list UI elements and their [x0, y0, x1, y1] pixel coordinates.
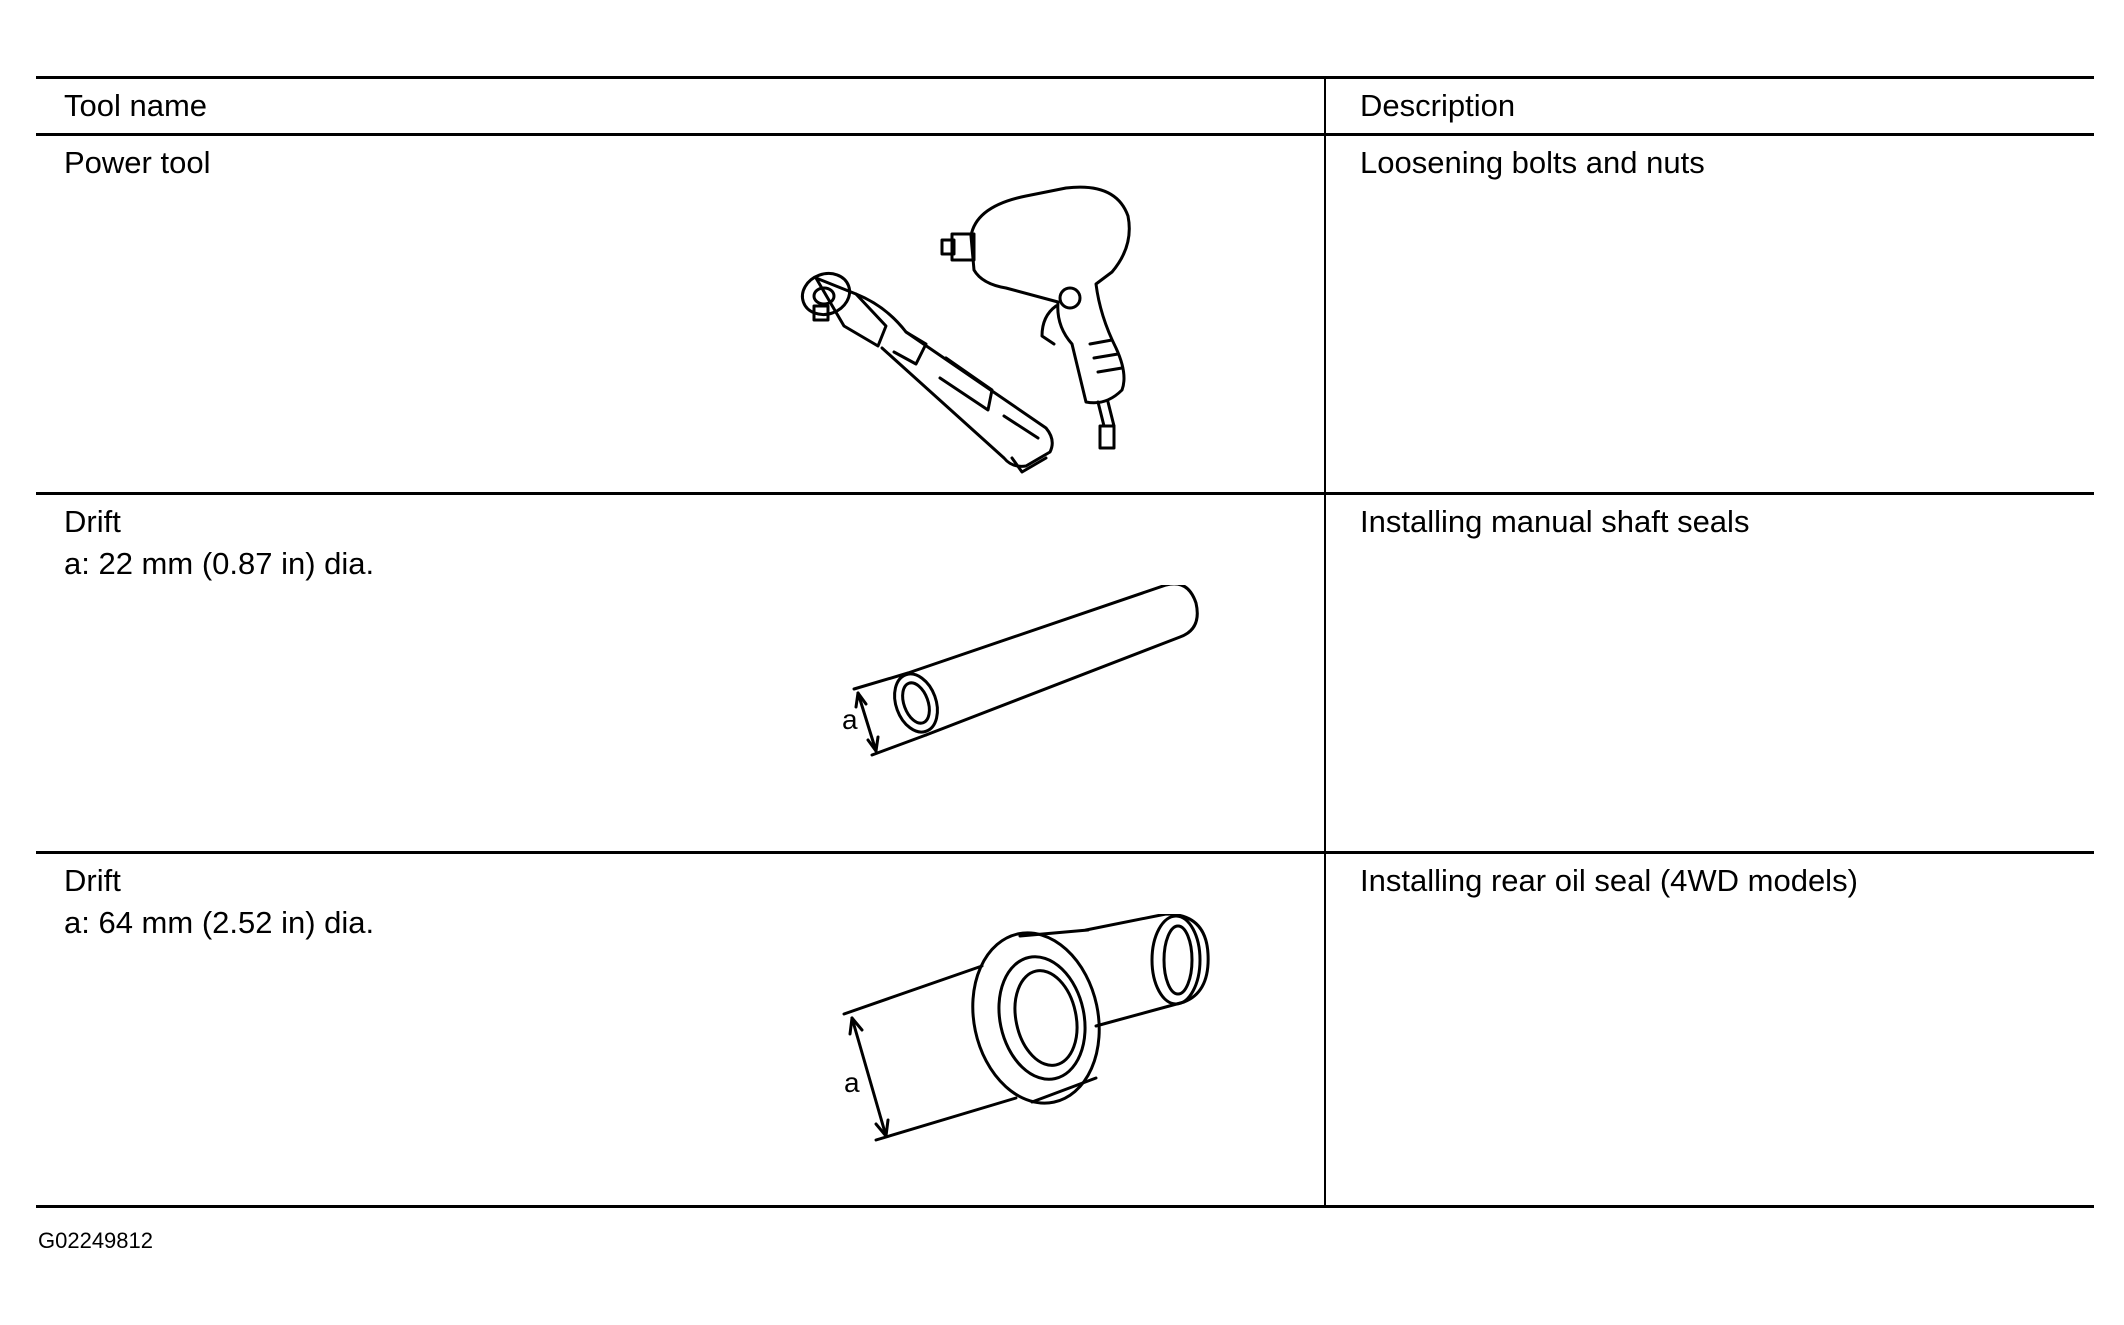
table-row: Drift a: 64 mm (2.52 in) dia. Installing…	[36, 854, 2094, 1208]
tool-description: Installing manual shaft seals	[1360, 504, 1750, 539]
tool-name-cell: Drift a: 64 mm (2.52 in) dia.	[64, 860, 374, 944]
air-ratchet-icon	[800, 271, 1054, 474]
tool-name: Drift	[64, 863, 121, 898]
tool-name: Power tool	[64, 145, 211, 180]
table-header-row: Tool name Description	[36, 79, 2094, 136]
impact-wrench-icon	[940, 185, 1131, 450]
tool-name-cell: Power tool	[64, 142, 210, 184]
column-divider	[1324, 136, 1326, 492]
header-tool-name: Tool name	[64, 88, 208, 123]
tool-name-cell: Drift a: 22 mm (0.87 in) dia.	[64, 501, 374, 585]
tool-description: Installing rear oil seal (4WD models)	[1360, 863, 1858, 898]
table-row: Power tool Loosening bolts and nuts	[36, 136, 2094, 495]
tool-table: Tool name Description Power tool Looseni…	[36, 76, 2094, 1208]
dimension-label-a: a	[842, 704, 858, 735]
drift-large-illustration: a	[842, 914, 1210, 1142]
column-divider	[1324, 79, 1326, 133]
tool-spec: a: 64 mm (2.52 in) dia.	[64, 905, 375, 940]
figure-id: G02249812	[38, 1228, 153, 1253]
drift-small-illustration: a	[842, 585, 1199, 757]
table-row: Drift a: 22 mm (0.87 in) dia. Installing…	[36, 495, 2094, 854]
tool-name: Drift	[64, 504, 121, 539]
column-divider	[1324, 495, 1326, 851]
power-tool-illustration	[800, 185, 1131, 474]
header-description: Description	[1360, 88, 1516, 123]
tool-spec: a: 22 mm (0.87 in) dia.	[64, 546, 375, 581]
tool-description: Loosening bolts and nuts	[1360, 145, 1705, 180]
column-divider	[1324, 854, 1326, 1205]
dimension-label-a: a	[844, 1067, 860, 1098]
